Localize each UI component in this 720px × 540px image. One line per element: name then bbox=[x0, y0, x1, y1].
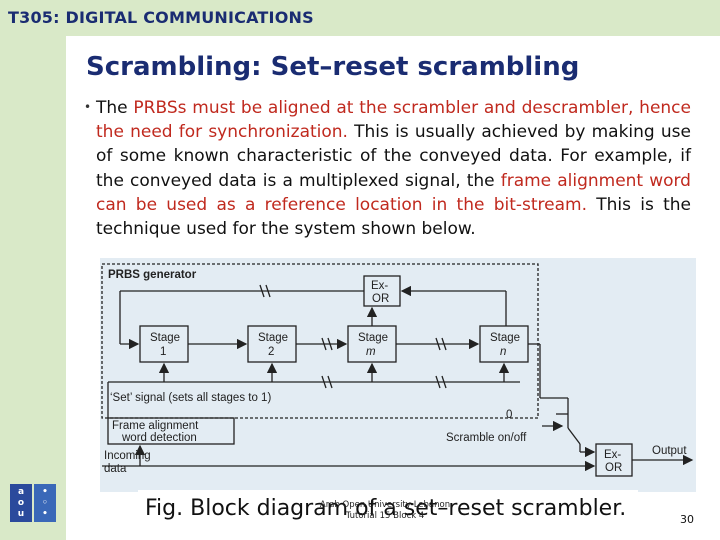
caption-box bbox=[138, 490, 638, 530]
stage-2-label: Stage bbox=[258, 332, 288, 344]
incoming-data-line1: Incoming bbox=[104, 450, 151, 462]
frame-alignment-line2: word detection bbox=[121, 432, 197, 444]
output-label: Output bbox=[652, 445, 687, 457]
stage-n-number: n bbox=[500, 346, 506, 358]
figure-caption: Fig. Block diagram of a set–reset scramb… bbox=[145, 496, 627, 521]
exor-bottom-line2: OR bbox=[605, 462, 622, 474]
body-text-1: The bbox=[96, 98, 134, 118]
bullet-icon: • bbox=[84, 100, 92, 114]
scramble-onoff-label: Scramble on/off bbox=[446, 432, 527, 444]
exor-bottom-line1: Ex- bbox=[604, 449, 621, 461]
page-number: 30 bbox=[680, 513, 694, 526]
stage-1-number: 1 bbox=[160, 346, 166, 358]
stage-m-number: m bbox=[366, 346, 376, 358]
course-header: T305: DIGITAL COMMUNICATIONS bbox=[8, 8, 314, 27]
top-bar bbox=[0, 0, 720, 36]
frame-alignment-box bbox=[107, 417, 235, 445]
university-logo-arabic-icon: •◦• bbox=[34, 484, 56, 522]
prbs-generator-label: PRBS generator bbox=[108, 269, 197, 281]
scrambler-diagram: PRBS generator Ex- OR Stage 1 Stage 2 St… bbox=[100, 258, 696, 492]
body-highlight-2: frame alignment word can be used as a re… bbox=[96, 170, 691, 215]
body-text-2: This is usually achieved by making use o… bbox=[96, 122, 691, 191]
footer: Arab Open University-Lebanon Tutorial 15… bbox=[300, 500, 470, 522]
stage-n-label: Stage bbox=[490, 332, 520, 344]
frame-alignment-line1: Frame alignment bbox=[112, 420, 199, 432]
stage-2-number: 2 bbox=[268, 346, 274, 358]
body-highlight-1: PRBSs must be aligned at the scrambler a… bbox=[96, 98, 691, 143]
incoming-data-line2: data bbox=[104, 463, 127, 475]
exor-top-line2: OR bbox=[372, 293, 389, 305]
body-text-3: This is the technique used for the syste… bbox=[96, 194, 691, 240]
prbs-generator-boundary bbox=[101, 263, 539, 419]
left-sidebar bbox=[0, 36, 66, 540]
block-diagram-svg: PRBS generator Ex- OR Stage 1 Stage 2 St… bbox=[101, 263, 694, 477]
zero-label: 0 bbox=[506, 409, 512, 421]
set-signal-label: ‘Set’ signal (sets all stages to 1) bbox=[110, 392, 271, 404]
slide-title: Scrambling: Set–reset scrambling bbox=[86, 52, 580, 82]
stage-1-label: Stage bbox=[150, 332, 180, 344]
footer-line-2: Tutorial 15 Block 4 bbox=[345, 511, 425, 521]
body-paragraph: The PRBSs must be aligned at the scrambl… bbox=[96, 96, 691, 241]
stage-m-label: Stage bbox=[358, 332, 388, 344]
footer-line-1: Arab Open University-Lebanon bbox=[319, 500, 451, 510]
exor-top-line1: Ex- bbox=[371, 280, 388, 292]
